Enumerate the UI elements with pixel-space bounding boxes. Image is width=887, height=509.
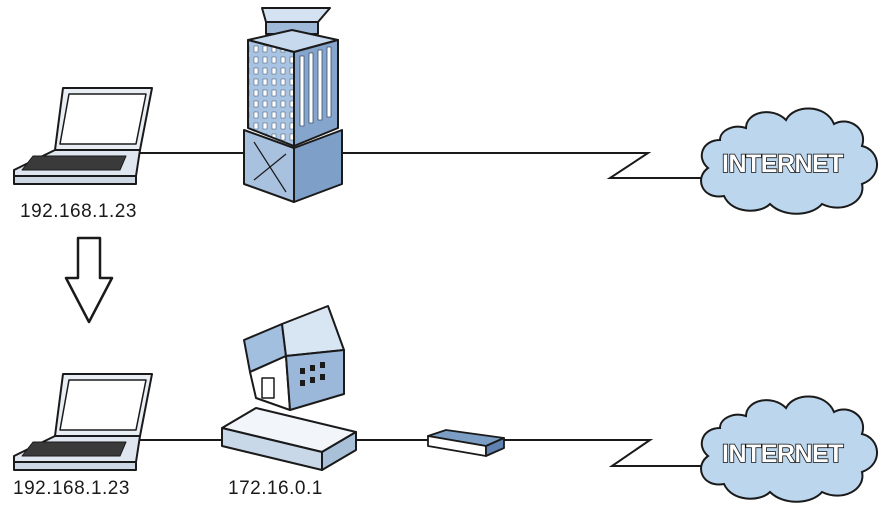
modem-icon: [427, 429, 505, 457]
bottom-internet-cloud-icon: [700, 395, 878, 503]
router-ip-label: 172.16.0.1: [228, 478, 323, 499]
top-building-to-internet-line: [340, 152, 705, 179]
top-internet-label: INTERNET: [722, 150, 843, 178]
router-icon: [221, 407, 357, 471]
top-laptop-ip-label: 192.168.1.23: [20, 201, 137, 222]
bottom-internet-label: INTERNET: [722, 440, 843, 468]
top-connection-lines: [140, 152, 705, 179]
down-arrow-icon: [64, 236, 114, 324]
bottom-modem-to-internet-line: [504, 439, 705, 467]
house-icon: [243, 305, 345, 411]
bottom-laptop-icon: [13, 373, 153, 471]
top-internet-cloud-icon: [700, 107, 878, 215]
building-icon: [243, 7, 343, 203]
bottom-connection-lines: [140, 439, 705, 467]
top-laptop-icon: [13, 87, 153, 185]
bottom-laptop-ip-label: 192.168.1.23: [13, 478, 130, 499]
